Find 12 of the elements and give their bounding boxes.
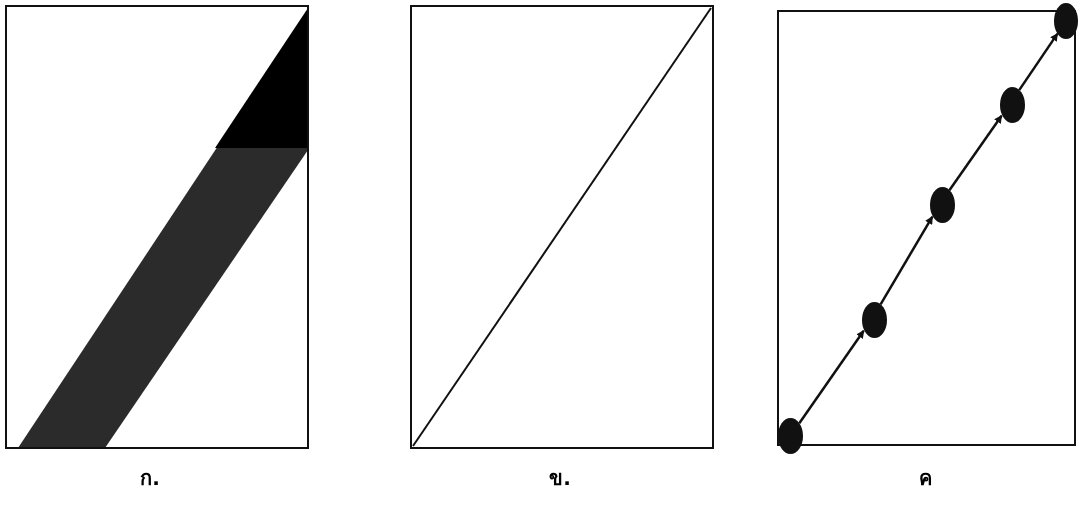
- dot: [1054, 3, 1078, 39]
- panel-caption: ค: [918, 465, 932, 492]
- dot: [778, 418, 803, 454]
- panel-caption: ก.: [140, 465, 160, 492]
- arrow: [1018, 32, 1059, 91]
- dot: [862, 302, 887, 338]
- dot: [930, 187, 955, 223]
- panel-caption: ข.: [549, 465, 571, 492]
- arrow: [879, 216, 934, 305]
- arrow: [948, 115, 1003, 191]
- dot: [1000, 87, 1025, 123]
- arrow: [798, 330, 865, 424]
